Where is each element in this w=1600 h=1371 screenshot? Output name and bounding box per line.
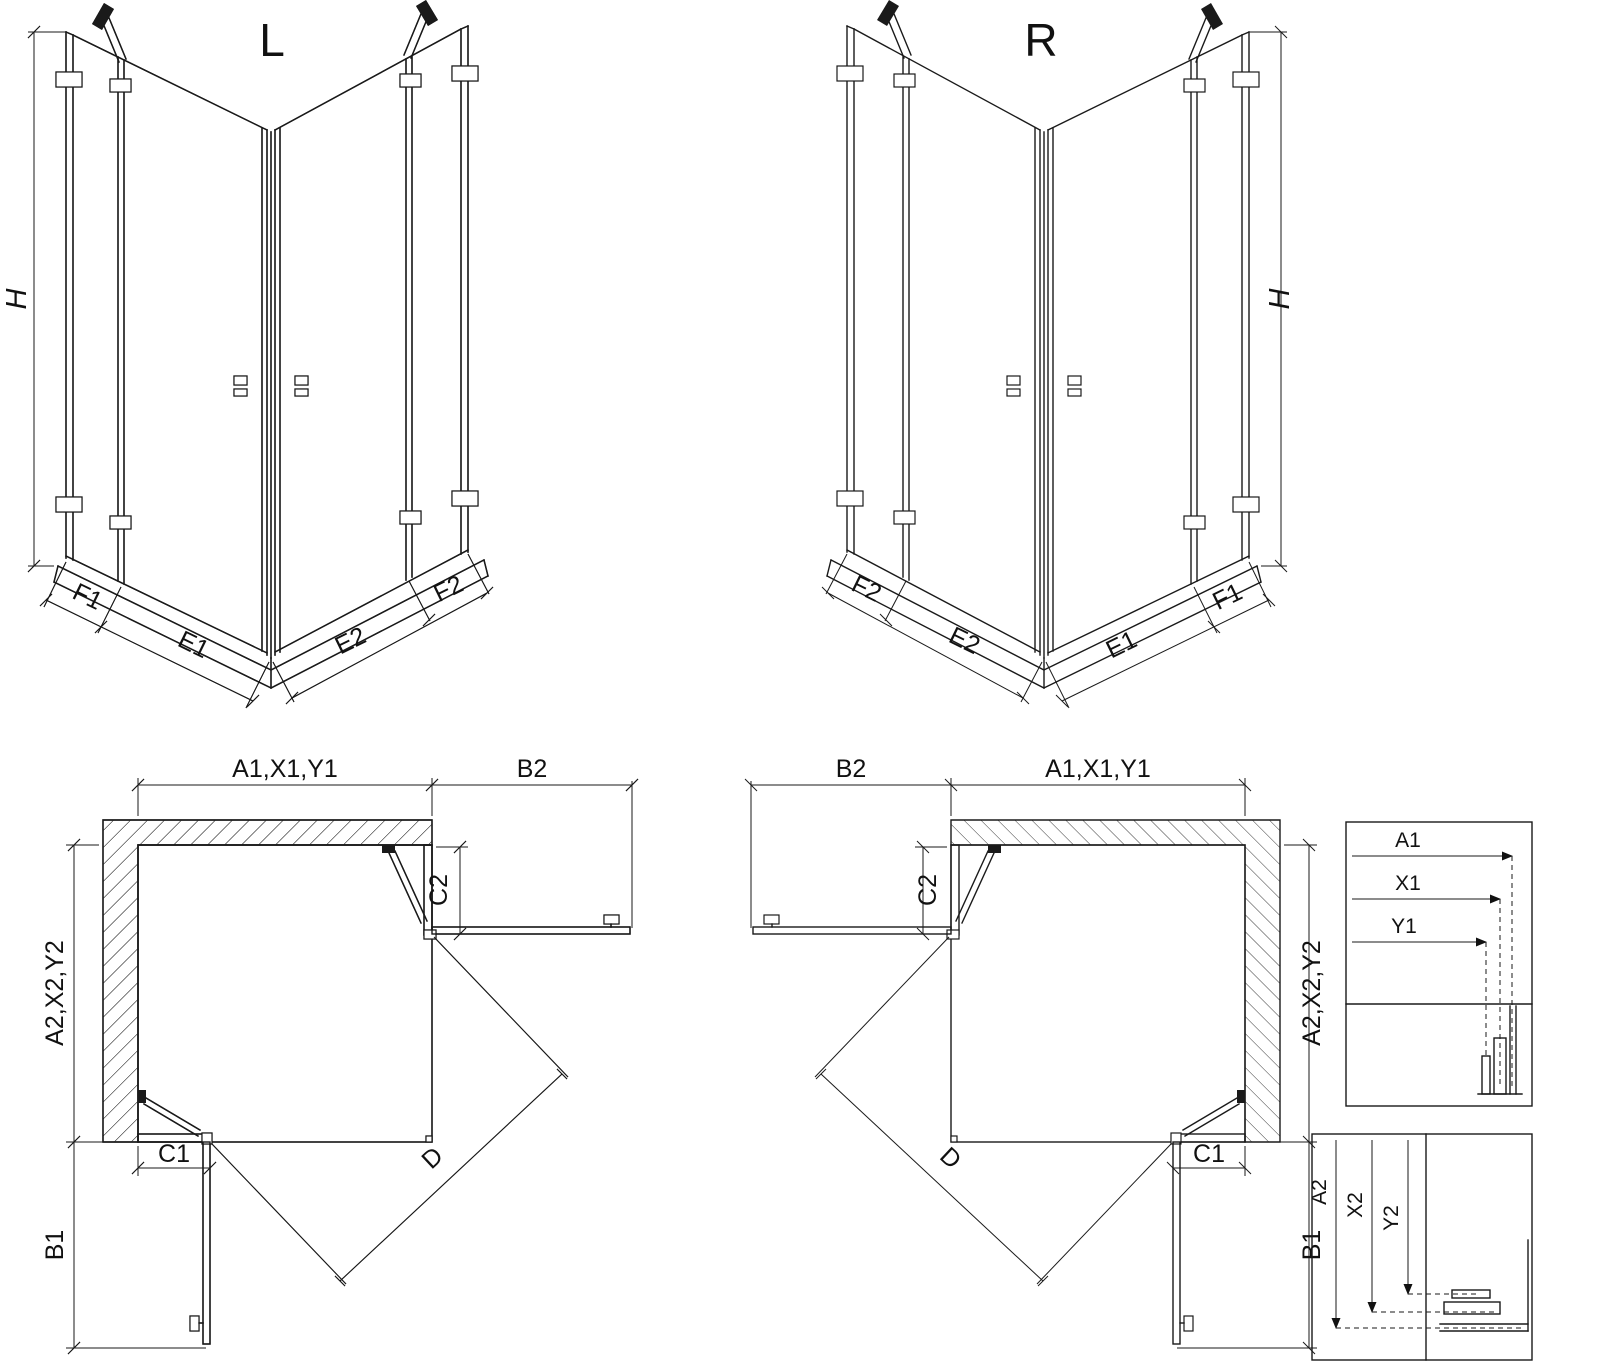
- building-walls: [102, 819, 433, 1143]
- plan-left-dim-d: D: [416, 1142, 448, 1175]
- iso-right-title: R: [1024, 14, 1057, 66]
- plan-enclosure-geometry: [66, 778, 639, 1355]
- plan-view-left: A1,X1,Y1 B2 C2 A2,X2,Y2 C1 B1 D: [41, 755, 639, 1355]
- plan-right-dim-c1: C1: [1193, 1140, 1225, 1168]
- plan-view-right: A1,X1,Y1 B2 C2 A2,X2,Y2 C1 B1 D: [744, 755, 1326, 1355]
- plan-right-dim-a2: A2,X2,Y2: [1298, 940, 1326, 1046]
- detail-bottom-label-y2: Y2: [1380, 1205, 1403, 1231]
- detail-bottom-label-a2: A2: [1308, 1179, 1331, 1205]
- dimension-lines-plan: [66, 778, 639, 1355]
- iso-left-title: L: [259, 14, 285, 66]
- iso-view-left: L H F1 E1 E2 F2: [1, 0, 494, 709]
- wall-profile-section: [1439, 1239, 1529, 1332]
- plan-right-dim-b2: B2: [836, 755, 867, 783]
- iso-right-dim-h: H: [1264, 288, 1296, 309]
- iso-left-dim-f1: F1: [68, 578, 107, 616]
- iso-left-dim-h: H: [1, 288, 33, 309]
- detail-box-top: A1 X1 Y1: [1345, 821, 1533, 1107]
- fixed-panels: [137, 844, 437, 1145]
- iso-view-right: R H F2 E2 E1 F1: [821, 0, 1296, 709]
- support-bars-plan: [138, 845, 428, 1137]
- plan-left-dim-c2: C2: [425, 874, 453, 906]
- plan-left-dim-c1: C1: [158, 1140, 190, 1168]
- plan-left-dim-a2: A2,X2,Y2: [41, 940, 69, 1046]
- wall-profile-section: [1477, 1005, 1523, 1095]
- detail-top-label-y1: Y1: [1391, 915, 1417, 938]
- detail-top-label-x1: X1: [1395, 872, 1421, 895]
- plan-left-dim-b1: B1: [41, 1230, 69, 1261]
- iso-right-dim-e1: E1: [1102, 626, 1142, 665]
- detail-top-label-a1: A1: [1395, 829, 1421, 852]
- iso-right-dim-f2: F2: [847, 570, 886, 608]
- plan-right-dim-d: D: [934, 1142, 966, 1175]
- plan-left-dim-b2: B2: [517, 755, 548, 783]
- iso-left-dim-e1: E1: [174, 626, 214, 665]
- detail-box-bottom: A2 X2 Y2: [1308, 1133, 1533, 1361]
- detail-bottom-label-x2: X2: [1344, 1192, 1367, 1218]
- iso-left-dim-f2: F2: [429, 570, 468, 608]
- plan-right-dim-c2: C2: [914, 874, 942, 906]
- open-doors: [189, 914, 631, 1345]
- shower-tray-plan: [137, 844, 433, 1143]
- plan-left-dim-a1: A1,X1,Y1: [232, 755, 338, 783]
- iso-right-dim-f1: F1: [1208, 578, 1247, 616]
- plan-right-dim-a1: A1,X1,Y1: [1045, 755, 1151, 783]
